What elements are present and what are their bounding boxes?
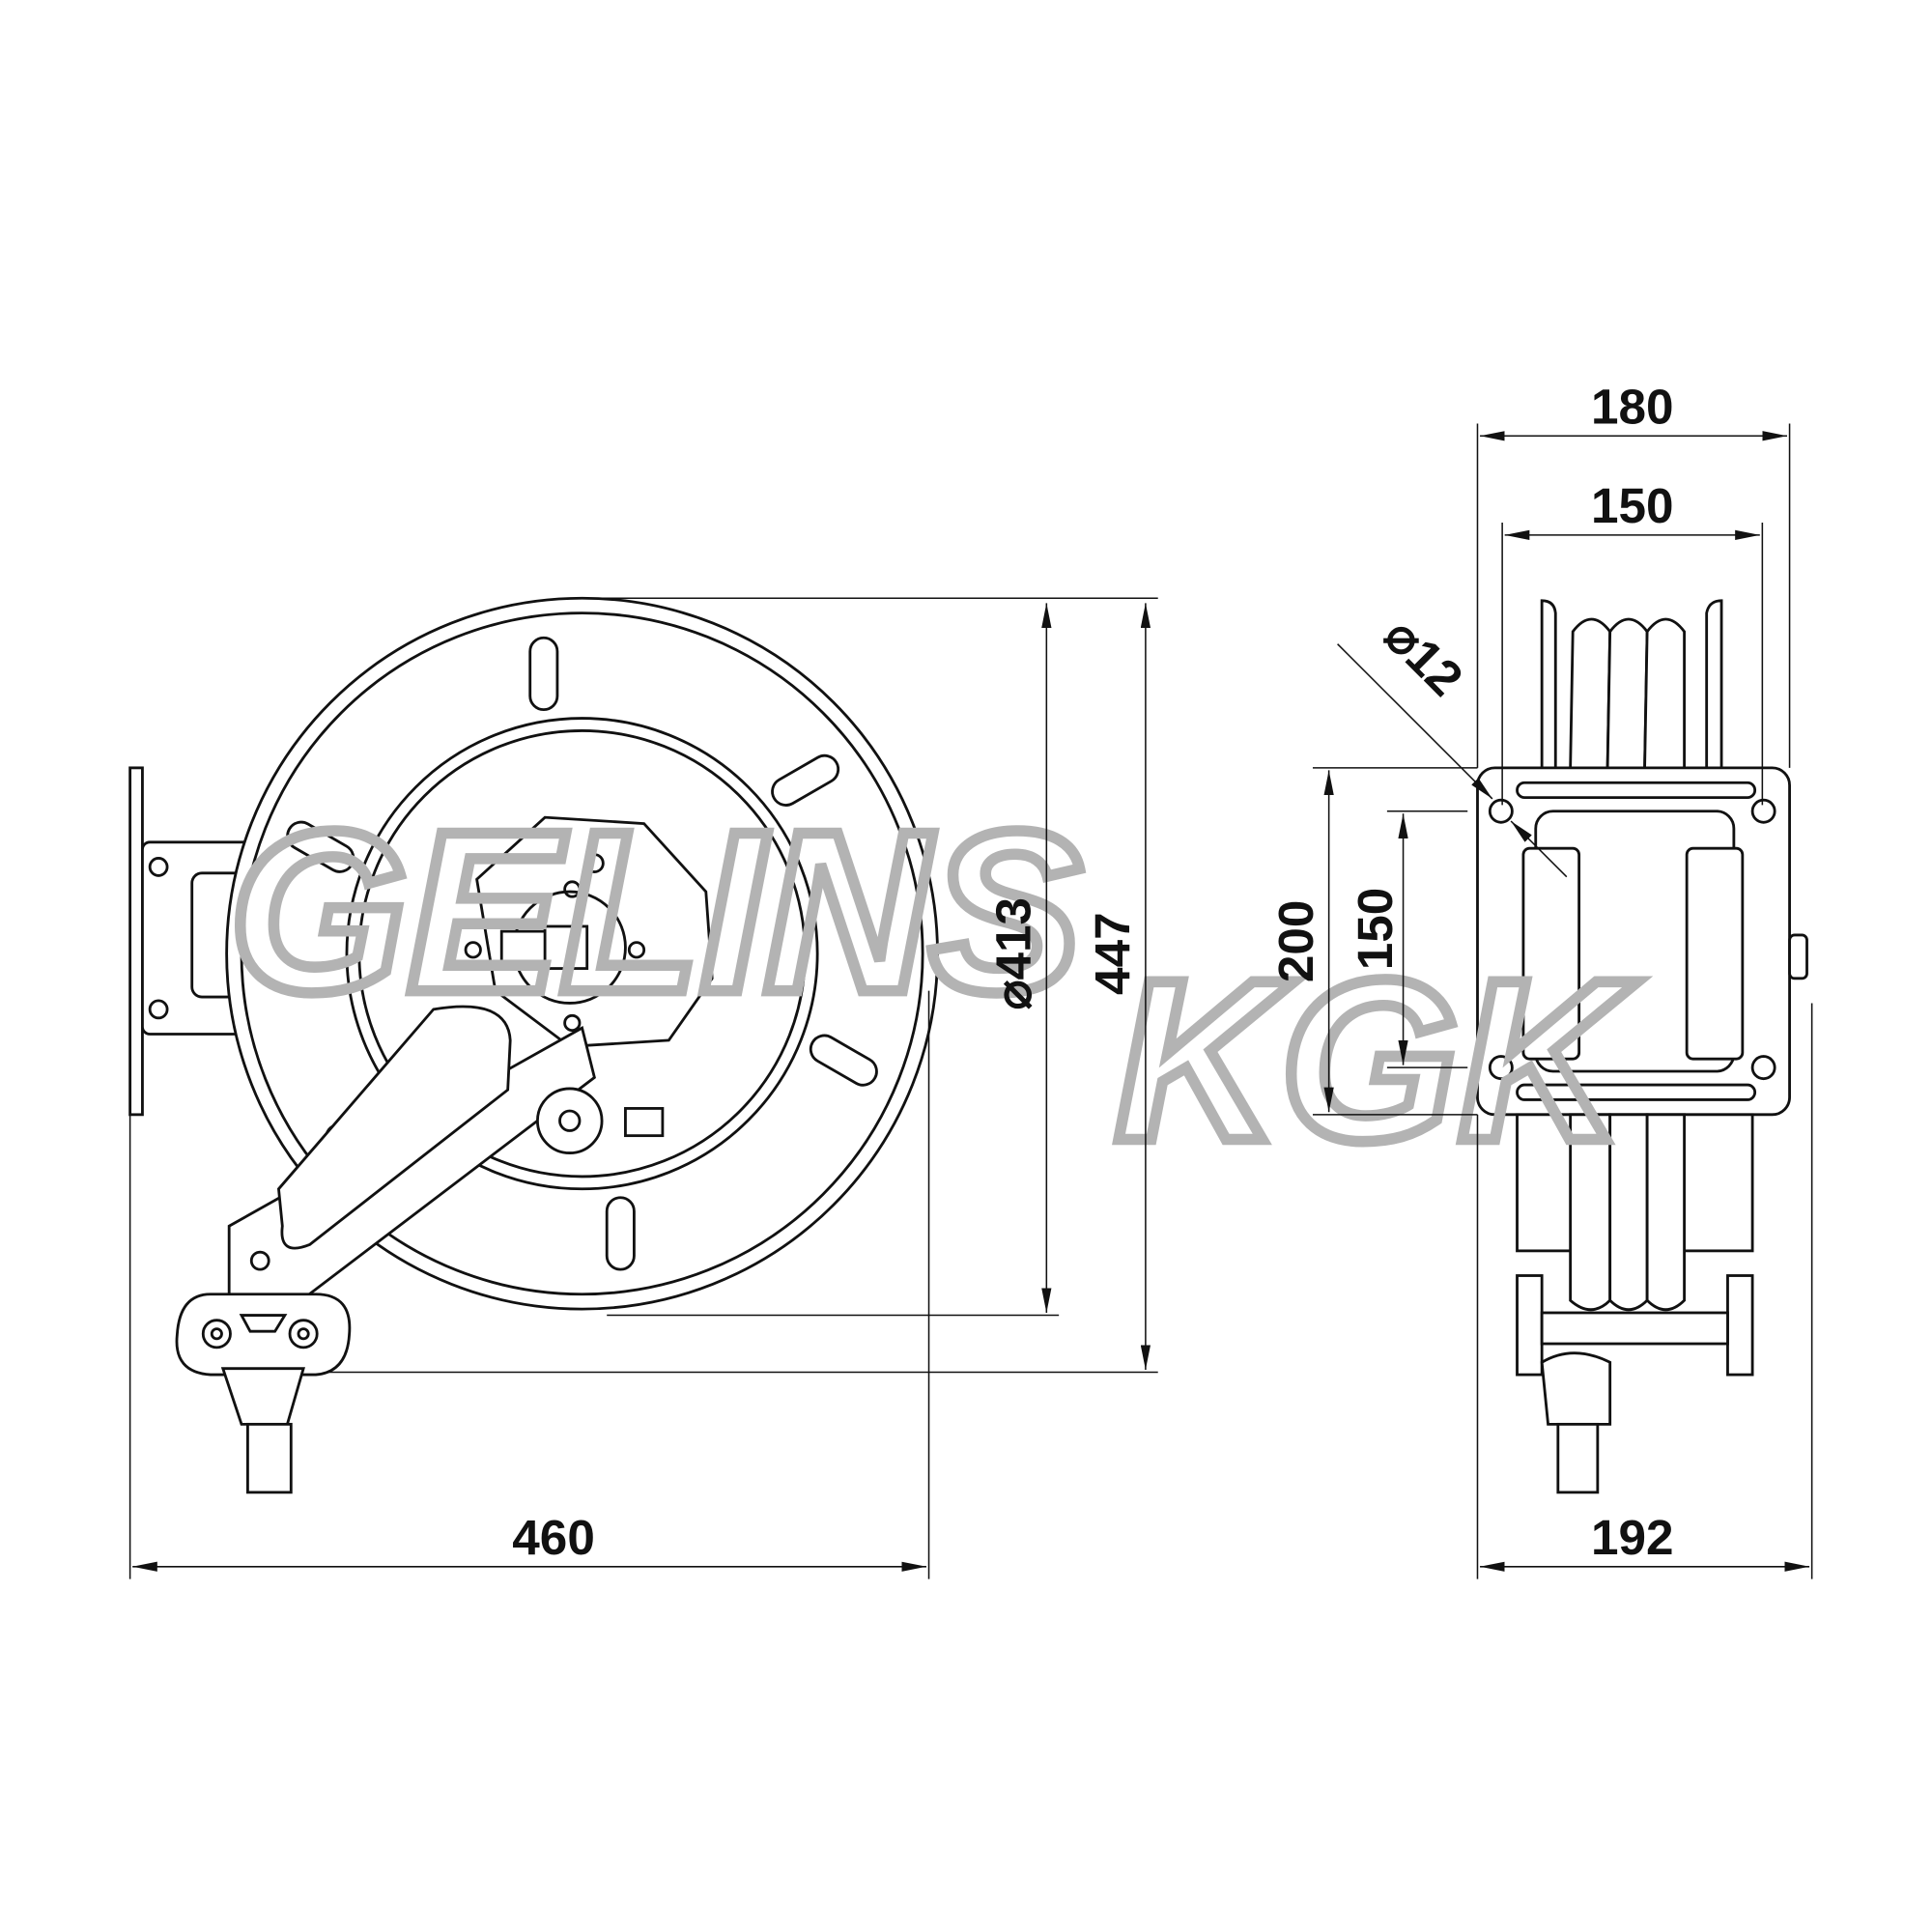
watermark-text-2: KGK: [1115, 932, 1638, 1188]
dimension-lines: [128, 423, 1810, 1579]
dim-side-outer-width: 180: [1591, 379, 1674, 434]
side-knob: [1788, 933, 1808, 980]
wall-plate: [128, 766, 144, 1117]
swivel-arm-outer: [276, 1005, 512, 1250]
roller-right: [1726, 1274, 1754, 1377]
swivel-joint: [536, 1087, 604, 1155]
bracket-clamp-right: [1685, 846, 1745, 1061]
front-view: [128, 596, 939, 1494]
hose-end: [246, 1422, 293, 1494]
dim-side-inner-width: 150: [1591, 478, 1674, 533]
watermark: GELINS KGK: [223, 779, 1643, 1194]
dim-drum-diameter: ⌀413: [986, 897, 1041, 1009]
watermark-text-1: GELINS: [229, 784, 1082, 1040]
dim-hole-spacing: 150: [1348, 888, 1403, 971]
side-view: [1476, 599, 1813, 1579]
dim-front-height: 447: [1085, 912, 1140, 995]
drum-core: [345, 717, 819, 1191]
dim-plate-height: 200: [1268, 900, 1323, 983]
hose-coil: [1569, 617, 1612, 770]
hose-stop: [220, 1367, 305, 1426]
dimension-labels: 460 ⌀413 447 180 150 200 150 192 ⌀12: [512, 379, 1673, 1565]
dim-side-total-width: 192: [1591, 1510, 1674, 1565]
dim-hole-diameter: ⌀12: [1375, 608, 1473, 706]
mounting-holes: [1488, 798, 1776, 1081]
bracket-clamp-left: [1521, 846, 1581, 1061]
roller-left: [1516, 1274, 1544, 1377]
dim-front-width: 460: [512, 1510, 595, 1565]
roller-guide: [175, 1293, 352, 1377]
